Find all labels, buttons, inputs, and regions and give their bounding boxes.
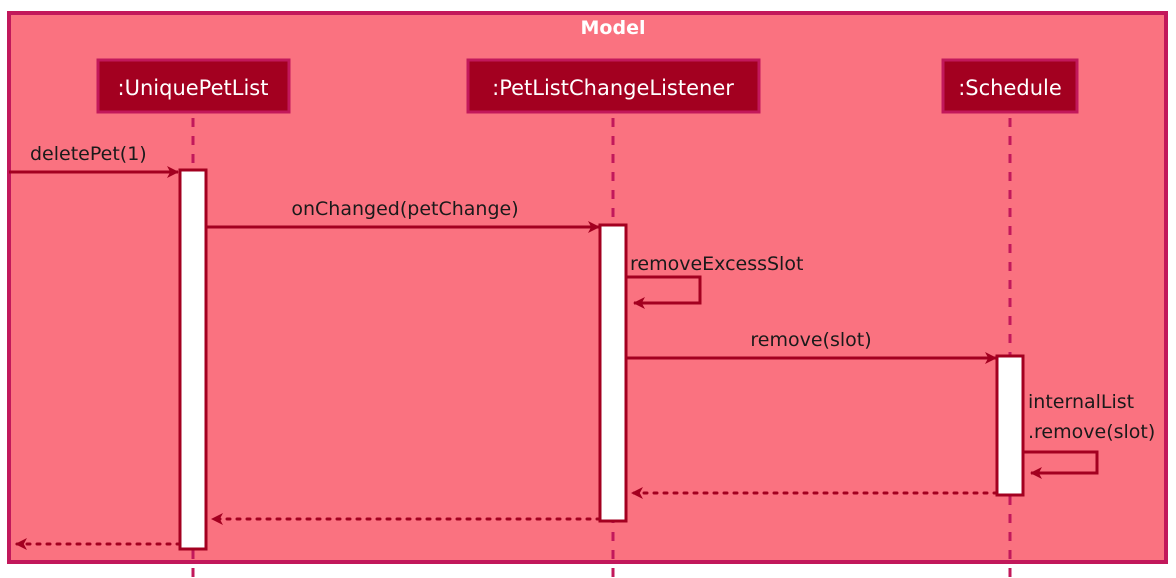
participant-schedule[interactable]: :Schedule <box>941 58 1079 114</box>
activation-bar-petListChangeListener[interactable] <box>598 223 628 523</box>
message-deletePet[interactable]: deletePet(1) <box>9 143 179 178</box>
participant-petListChangeListener[interactable]: :PetListChangeListener <box>466 58 761 114</box>
participant-label-petListChangeListener: :PetListChangeListener <box>492 76 734 100</box>
message-label-remove-slot: remove(slot) <box>750 329 871 351</box>
participant-box-uniquePetList[interactable] <box>96 58 291 114</box>
activation-bar-uniquePetList[interactable] <box>178 168 208 551</box>
message-label-removeExcessSlot: removeExcessSlot <box>630 253 803 275</box>
message-internalList-remove[interactable]: internalList .remove(slot) <box>1023 391 1155 479</box>
message-removeExcessSlot[interactable]: removeExcessSlot <box>626 253 803 309</box>
activation-bar-schedule[interactable] <box>995 354 1025 497</box>
message-label-deletePet: deletePet(1) <box>30 143 147 165</box>
message-label-internalList-remove-line2: .remove(slot) <box>1028 421 1155 443</box>
frame-title: Model <box>581 17 646 39</box>
participant-box-petListChangeListener[interactable] <box>466 58 761 114</box>
participant-label-schedule: :Schedule <box>958 76 1062 100</box>
activations-group <box>178 168 1025 551</box>
message-selfloop-internalList-remove[interactable] <box>1023 450 1099 479</box>
participant-label-uniquePetList: :UniquePetList <box>118 76 269 100</box>
message-selfloop-removeExcessSlot[interactable] <box>626 275 702 309</box>
participant-box-schedule[interactable] <box>941 58 1079 114</box>
message-onChanged[interactable]: onChanged(petChange) <box>206 198 600 233</box>
message-label-onChanged: onChanged(petChange) <box>291 198 518 220</box>
message-remove-slot[interactable]: remove(slot) <box>626 329 997 364</box>
participant-uniquePetList[interactable]: :UniquePetList <box>96 58 291 114</box>
message-label-internalList-remove-line1: internalList <box>1028 391 1134 413</box>
